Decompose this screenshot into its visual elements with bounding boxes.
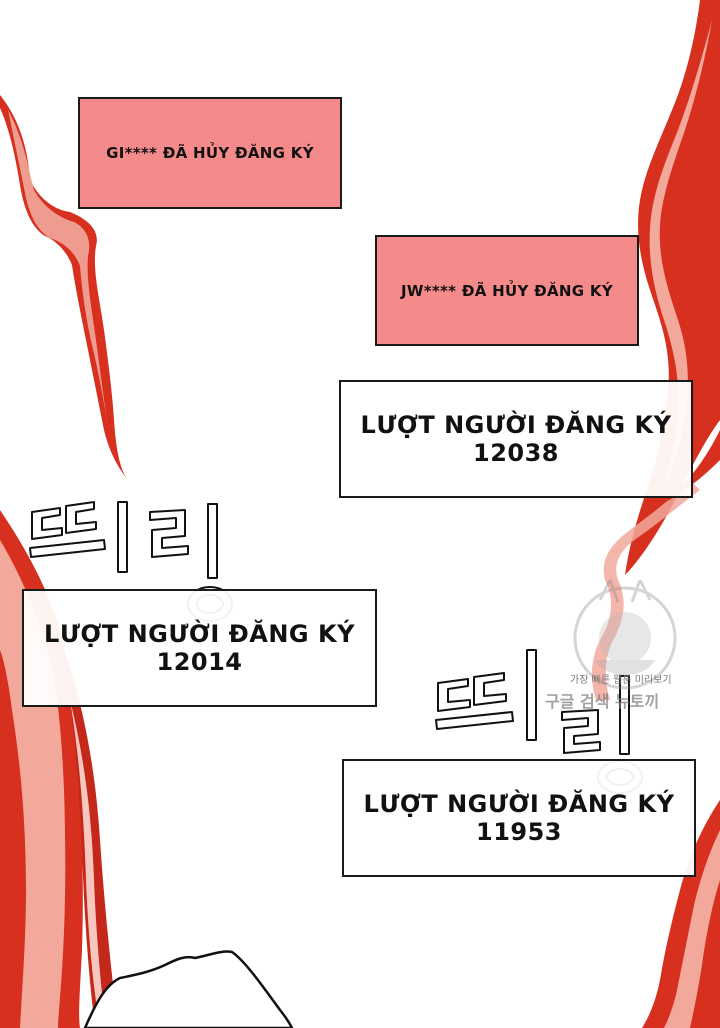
subscriber-count-text: LƯỢT NGƯỜI ĐĂNG KÝ 12038 (360, 411, 672, 467)
right-top-streak (625, 0, 720, 575)
unsubscribe-notice-2: JW**** ĐÃ HỦY ĐĂNG KÝ (375, 235, 639, 346)
unsubscribe-notice-1: GI**** ĐÃ HỦY ĐĂNG KÝ (78, 97, 342, 209)
subscriber-count-text: LƯỢT NGƯỜI ĐĂNG KÝ 12014 (44, 620, 355, 676)
subscriber-count-text: LƯỢT NGƯỜI ĐĂNG KÝ 11953 (363, 790, 675, 846)
watermark-line1: 가장 빠른 웹툰 미리보기 (570, 675, 672, 686)
right-mid-streak (591, 480, 700, 700)
subscriber-count-box-2: LƯỢT NGƯỜI ĐĂNG KÝ 12014 (22, 589, 377, 707)
mascot-girl-logo-icon (573, 580, 677, 690)
subscriber-count-box-1: LƯỢT NGƯỜI ĐĂNG KÝ 12038 (339, 380, 693, 498)
character-outline (83, 950, 294, 1028)
watermark-line2: 구글 검색 뉴토끼 (545, 692, 660, 711)
subscriber-count-box-3: LƯỢT NGƯỜI ĐĂNG KÝ 11953 (342, 759, 696, 877)
notice-text: JW**** ĐÃ HỦY ĐĂNG KÝ (401, 281, 613, 300)
notice-text: GI**** ĐÃ HỦY ĐĂNG KÝ (106, 144, 314, 162)
